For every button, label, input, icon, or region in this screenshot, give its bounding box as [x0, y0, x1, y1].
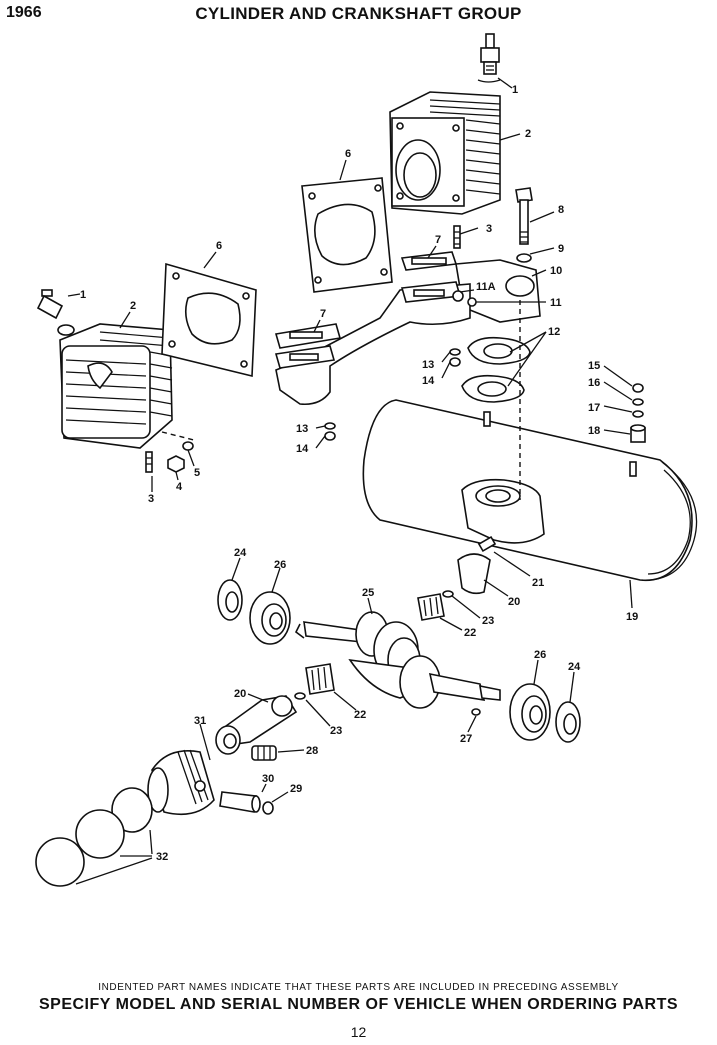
part-16 [632, 398, 644, 406]
rod-cap-20 [457, 535, 497, 595]
callout: 5 [194, 467, 200, 479]
callout: 28 [306, 745, 318, 757]
cylinder-lower [59, 323, 173, 449]
washer-14-lower [324, 431, 336, 441]
callout: 9 [558, 243, 564, 255]
callout: 23 [482, 615, 494, 627]
callout: 27 [460, 733, 472, 745]
leader-lines [67, 77, 633, 885]
washer-14-upper [449, 357, 461, 367]
footer-note: INDENTED PART NAMES INDICATE THAT THESE … [98, 982, 619, 993]
bearing-26-left [249, 591, 291, 645]
callout: 1 [80, 289, 86, 301]
bolt-8 [515, 187, 533, 245]
key-27 [471, 708, 481, 716]
callout: 26 [274, 559, 286, 571]
header-year: 1966 [6, 4, 42, 21]
exhaust-manifold [274, 251, 541, 406]
piston-rings-32 [35, 787, 153, 887]
nut-13-lower [324, 422, 336, 430]
callout: 25 [362, 587, 374, 599]
part-17 [632, 410, 644, 418]
callout: 24 [234, 547, 247, 559]
callout: 16 [588, 377, 600, 389]
callout: 21 [532, 577, 544, 589]
callout: 22 [354, 709, 366, 721]
page-number: 12 [350, 1024, 367, 1040]
washer-5 [182, 441, 194, 451]
base-gasket-lower [161, 262, 257, 378]
nut-13-upper [449, 348, 461, 356]
bearing-26-right [509, 683, 551, 741]
callout: 7 [435, 234, 441, 246]
spark-plug-upper [477, 33, 501, 83]
callout: 31 [194, 715, 206, 727]
callout: 1 [512, 84, 518, 96]
dowel-23-lower [294, 692, 306, 700]
washer-9 [516, 253, 532, 263]
callout: 6 [216, 240, 222, 252]
callout: 24 [568, 661, 581, 673]
callout: 19 [626, 611, 638, 623]
ordering-instruction: SPECIFY MODEL AND SERIAL NUMBER OF VEHIC… [38, 996, 679, 1013]
callout: 13 [422, 359, 434, 371]
piston-31 [147, 749, 215, 816]
callout: 7 [320, 308, 326, 320]
callout: 22 [464, 627, 476, 639]
callout: 6 [345, 148, 351, 160]
callout: 32 [156, 851, 168, 863]
callout: 30 [262, 773, 274, 785]
callout: 4 [176, 481, 183, 493]
callout: 10 [550, 265, 562, 277]
connecting-rod-20 [215, 695, 298, 755]
spacer-18 [630, 424, 646, 443]
page-title: CYLINDER AND CRANKSHAFT GROUP [195, 4, 522, 23]
piston-pin-30 [219, 791, 261, 813]
callout: 14 [422, 375, 435, 387]
muffler-gaskets-12 [461, 336, 531, 403]
callout: 29 [290, 783, 302, 795]
callout: 2 [130, 300, 136, 312]
spark-plug-lower [36, 289, 75, 336]
callout-labels: 1 2 6 3 7 8 9 10 11A 11 12 1 2 6 7 13 14… [80, 84, 638, 863]
crankshaft-25 [294, 611, 501, 709]
needle-bearing-22-lower [305, 663, 335, 695]
callout: 17 [588, 402, 600, 414]
part-15 [632, 383, 644, 393]
needle-bearing-28 [251, 745, 277, 761]
clip-29 [262, 801, 274, 815]
muffler-19 [362, 399, 698, 582]
callout: 26 [534, 649, 546, 661]
callout: 23 [330, 725, 342, 737]
cylinder-upper [389, 91, 501, 215]
alignment-lines [161, 300, 521, 500]
callout: 3 [148, 493, 154, 505]
stud-lower [145, 451, 153, 473]
callout: 14 [296, 443, 309, 455]
callout: 11A [476, 281, 496, 293]
callout: 11 [550, 297, 562, 309]
callout: 2 [525, 128, 531, 140]
dowel-23-upper [442, 590, 454, 598]
seal-24-right [555, 701, 581, 743]
nut-4 [167, 455, 185, 473]
callout: 18 [588, 425, 600, 437]
callout: 12 [548, 326, 560, 338]
seal-24-left [217, 579, 243, 621]
needle-bearing-22-upper [417, 593, 445, 621]
callout: 8 [558, 204, 564, 216]
callout: 20 [508, 596, 520, 608]
callout: 20 [234, 688, 246, 700]
base-gasket-upper [301, 177, 393, 293]
callout: 3 [486, 223, 492, 235]
callout: 15 [588, 360, 600, 372]
callout: 13 [296, 423, 308, 435]
stud-upper [453, 225, 461, 249]
